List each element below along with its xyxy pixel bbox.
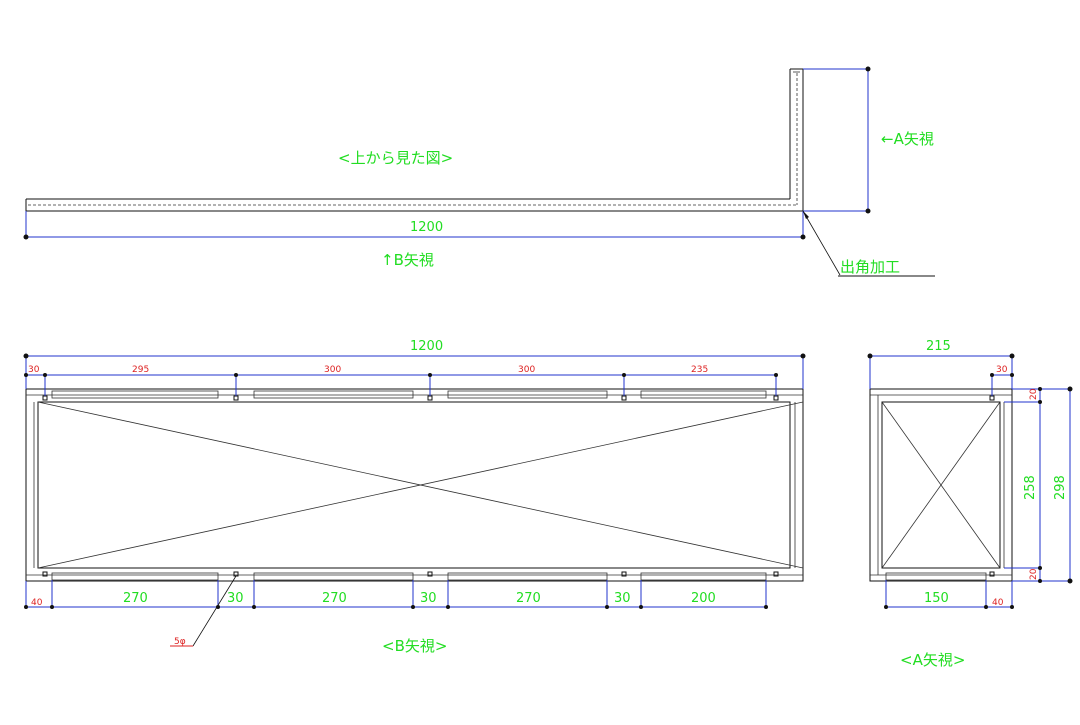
b-view-hole: [233, 571, 239, 577]
dim-terminator: [990, 373, 994, 377]
hole-note-label: 5φ: [174, 637, 186, 647]
b-view-top-dim: 295: [132, 365, 149, 375]
a-view-height-dim: 298: [1053, 475, 1068, 500]
top-view-title: <上から見た図>: [338, 149, 453, 167]
dim-terminator: [867, 353, 873, 359]
dim-terminator: [252, 605, 256, 609]
dim-terminator: [774, 373, 778, 377]
b-view-bottom-dim: 270: [516, 591, 541, 606]
view-a-label: ←A矢視: [881, 130, 934, 148]
a-view-diagonal: [881, 401, 1001, 569]
b-view-hole: [621, 395, 627, 401]
a-view-hole: [989, 395, 995, 401]
b-view-slot: [253, 390, 414, 399]
dim-terminator: [23, 353, 29, 359]
a-view-top-small-dim: 30: [996, 365, 1008, 375]
dim-terminator: [1009, 353, 1015, 359]
corner-leader-line: [802, 210, 841, 276]
dim-terminator: [43, 373, 47, 377]
b-view-inner-frame: [37, 401, 791, 569]
a-view-bottom-dim: 150: [924, 591, 949, 606]
dim-terminator: [984, 605, 988, 609]
hole-leader-line: [192, 575, 237, 647]
b-view-hole: [233, 395, 239, 401]
top-view: 1200 <上から見た図> ←A矢視 ↑B矢視 出角加工: [23, 66, 935, 277]
dim-terminator: [1067, 578, 1073, 584]
dim-terminator: [234, 373, 238, 377]
corner-leader-arrow: [803, 211, 809, 219]
corner-note-label: 出角加工: [840, 258, 900, 276]
dim-terminator: [428, 373, 432, 377]
b-view-bottom-dim: 270: [322, 591, 347, 606]
b-view-outer-frame: [25, 388, 804, 582]
a-view-side-dim: 258: [1023, 475, 1038, 500]
view-b-label: ↑B矢視: [381, 251, 434, 269]
dim-terminator: [800, 353, 806, 359]
a-view: 215 30 150 40 20 258 20 298 <A矢視>: [867, 339, 1073, 669]
dim-terminator: [764, 605, 768, 609]
b-view-bottom-dim: 200: [691, 591, 716, 606]
dim-terminator: [884, 605, 888, 609]
b-view-slot: [447, 390, 608, 399]
dim-terminator: [1067, 386, 1073, 392]
dim-terminator: [865, 66, 871, 72]
dim-terminator: [865, 208, 871, 214]
b-view-overall-dim: 1200: [410, 339, 443, 354]
dim-terminator: [216, 605, 220, 609]
a-view-width-dim: 215: [926, 339, 951, 354]
b-view-top-dim: 235: [691, 365, 708, 375]
dim-terminator: [800, 234, 806, 240]
dim-terminator: [50, 605, 54, 609]
a-view-hole: [989, 571, 995, 577]
dim-terminator: [1038, 566, 1042, 570]
dim-terminator: [446, 605, 450, 609]
a-view-outer-frame: [869, 388, 1013, 582]
b-view-bottom-dim: 30: [614, 591, 631, 606]
a-view-bottom-small-dim: 40: [992, 598, 1004, 608]
b-view-top-dim: 30: [28, 365, 40, 375]
dim-terminator: [1010, 605, 1014, 609]
b-view-slot: [640, 572, 767, 581]
dim-terminator: [24, 373, 28, 377]
b-view-bottom-dim: 30: [420, 591, 437, 606]
b-view-slot: [447, 572, 608, 581]
dim-terminator: [24, 605, 28, 609]
a-view-inner-frame: [881, 401, 1001, 569]
dim-terminator: [622, 373, 626, 377]
b-view-slot: [51, 572, 219, 581]
b-view-slot: [640, 390, 767, 399]
b-view-slot: [51, 390, 219, 399]
b-view-top-dim: 300: [518, 365, 535, 375]
b-view-hole: [42, 571, 48, 577]
dim-terminator: [1038, 400, 1042, 404]
a-view-title: <A矢視>: [900, 651, 965, 669]
b-view-diagonal: [37, 401, 804, 569]
b-view-bottom-dim: 270: [123, 591, 148, 606]
dim-terminator: [605, 605, 609, 609]
dim-terminator: [1038, 387, 1042, 391]
dim-terminator: [411, 605, 415, 609]
top-view-length-label: 1200: [410, 220, 443, 235]
a-view-side-dim: 20: [1029, 388, 1039, 400]
b-view-slot: [253, 572, 414, 581]
b-view-bottom-dim: 40: [31, 598, 43, 608]
b-view: 1200 30 295 300 300 235: [23, 339, 806, 655]
a-view-slot: [885, 572, 987, 581]
dim-terminator: [639, 605, 643, 609]
b-view-hole: [42, 395, 48, 401]
dim-terminator: [1010, 373, 1014, 377]
dim-terminator: [23, 234, 29, 240]
b-view-bottom-dim: 30: [227, 591, 244, 606]
b-view-hole: [773, 395, 779, 401]
dim-terminator: [1038, 579, 1042, 583]
b-view-hole: [427, 571, 433, 577]
b-view-title: <B矢視>: [382, 637, 447, 655]
b-view-hole: [773, 571, 779, 577]
b-view-hole: [427, 395, 433, 401]
b-view-top-dim: 300: [324, 365, 341, 375]
b-view-hole: [621, 571, 627, 577]
a-view-side-dim: 20: [1029, 568, 1039, 580]
